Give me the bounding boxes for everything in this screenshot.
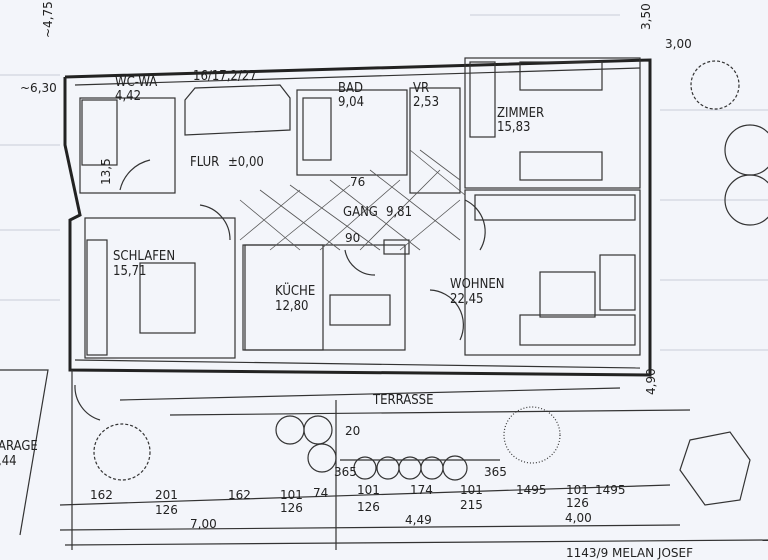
dimension-label: 101 [460, 483, 483, 497]
room-area: 12,80 [275, 299, 308, 314]
room-name: ZIMMER [497, 106, 544, 121]
room-name: WC-WA [115, 75, 157, 90]
room-area: 9,81 [386, 205, 412, 220]
dimension-row-lower: 126 126 126 215 126 [155, 496, 589, 517]
room-area: 15,71 [113, 264, 146, 279]
room-area: 4,42 [115, 89, 141, 104]
dimension-label: 76 [350, 175, 365, 189]
terrace-label: TERRASSE [372, 393, 434, 408]
room-area: 2,53 [413, 95, 439, 110]
trees [93, 60, 768, 506]
room-name: GANG [343, 205, 378, 220]
dimension-label: 162 [90, 488, 113, 502]
dimension-label: 365 [334, 465, 357, 479]
dimension-label: 126 [357, 500, 380, 514]
dimension-label: 126 [566, 496, 589, 510]
room-area: 15,83 [497, 120, 530, 135]
dimension-label: 4,00 [565, 511, 592, 525]
dimension-label: 74 [313, 486, 328, 500]
dimension-label: 101 [357, 483, 380, 497]
room-name: VR [413, 81, 429, 96]
dimension-label: 201 [155, 488, 178, 502]
dimension-label: 20 [345, 424, 360, 438]
terrace-grid [59, 370, 768, 550]
room-name: BAD [338, 81, 363, 96]
room-area: 9,04 [338, 95, 364, 110]
dimension-label: 174 [410, 483, 433, 497]
exterior-walls [63, 58, 652, 377]
garage-outline [0, 369, 49, 536]
dimension-label: 101 [566, 483, 589, 497]
room-level: ±0,00 [228, 155, 264, 170]
dimension-label: 13,5 [99, 158, 113, 185]
dimension-label: ~6,30 [20, 81, 57, 95]
dimension-label: 1495 [516, 483, 547, 497]
dimension-label: 7,00 [190, 517, 217, 531]
dimension-label: 4,49 [405, 513, 432, 527]
dimension-label: 90 [345, 231, 360, 245]
dimension-label: 1495 [595, 483, 626, 497]
room-name: ARAGE [0, 439, 38, 454]
dimension-label: 162 [228, 488, 251, 502]
dimension-label: 3,00 [665, 37, 692, 51]
stairs-label: 16/17,2/27 [193, 69, 257, 84]
room-name: FLUR [190, 155, 219, 170]
room-name: WOHNEN [450, 277, 504, 292]
parcel-owner-text: 1143/9 MELAN JOSEF [566, 546, 693, 560]
dimension-label: 126 [155, 503, 178, 517]
room-name: KÜCHE [275, 282, 315, 299]
dimension-row-upper: 162 201 162 101 74 101 174 101 1495 101 … [90, 483, 626, 502]
room-area: ,44 [0, 454, 17, 469]
dimension-label: ~4,75 [41, 1, 55, 38]
dimension-label: 126 [280, 501, 303, 515]
room-name: SCHLAFEN [113, 249, 175, 264]
dimension-label: 215 [460, 498, 483, 512]
background-grid [0, 14, 768, 351]
dimension-totals: 7,00 4,49 4,00 [190, 511, 592, 531]
dimension-label: 3,50 [639, 3, 653, 30]
room-area: 22,45 [450, 292, 483, 307]
dimension-label: 365 [484, 465, 507, 479]
dimension-label: 101 [280, 488, 303, 502]
dimension-label: 4,90 [644, 368, 658, 395]
interior-walls [74, 57, 641, 421]
